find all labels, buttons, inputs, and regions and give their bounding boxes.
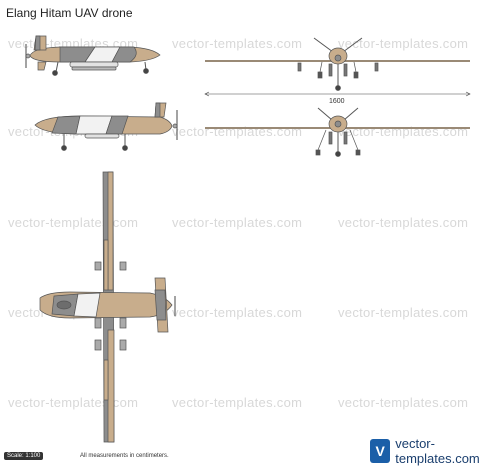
measurement-note: All measurements in centimeters. (80, 453, 169, 459)
watermark-2: vector-templates.com (172, 36, 303, 51)
wingspan-label: 1600 (329, 98, 345, 105)
vt-logo-icon: V (370, 439, 391, 463)
side-view-top (25, 35, 161, 76)
watermark-3: vector-templates.com (338, 36, 469, 51)
side-view-bottom (34, 102, 178, 151)
logo-text: vector-templates.com (395, 436, 480, 466)
brand-logo[interactable]: V vector-templates.com (370, 436, 500, 466)
front-view-top (205, 37, 470, 91)
page-title: Elang Hitam UAV drone (6, 6, 133, 20)
watermark-15: vector-templates.com (338, 395, 469, 410)
watermark-8: vector-templates.com (172, 215, 303, 230)
watermark-12: vector-templates.com (338, 305, 469, 320)
front-view-bottom (205, 107, 470, 157)
top-view (39, 171, 176, 443)
scale-badge: Scale: 1:100 (4, 452, 44, 460)
watermark-14: vector-templates.com (172, 395, 303, 410)
wingspan-dimension (204, 91, 471, 97)
watermark-9: vector-templates.com (338, 215, 469, 230)
watermark-11: vector-templates.com (172, 305, 303, 320)
